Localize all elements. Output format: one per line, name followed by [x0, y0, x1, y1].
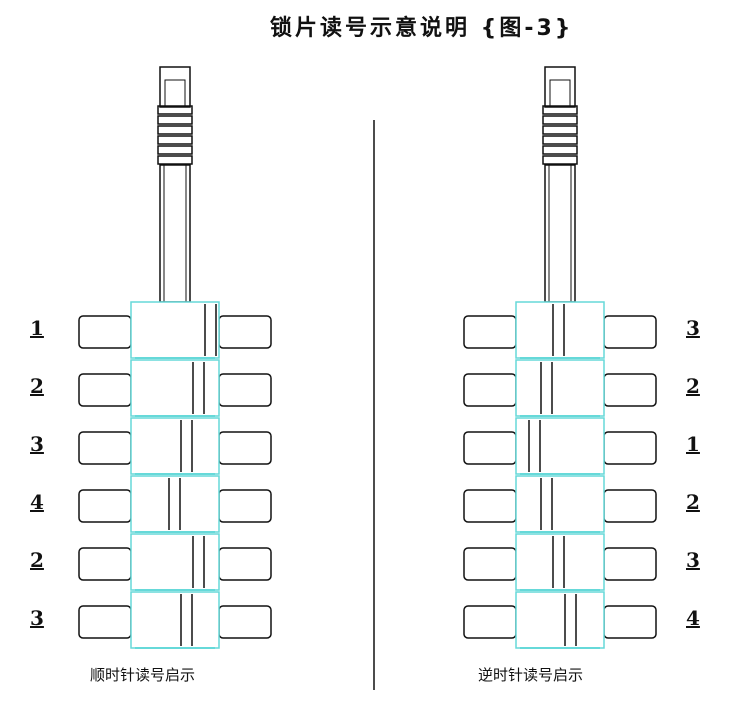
right-key-ring [542, 135, 578, 145]
left-wafer-left-tab [78, 431, 132, 465]
right-wafer-number: 2 [686, 490, 700, 514]
right-wafer-left-tab [463, 547, 517, 581]
left-wafer-number: 2 [30, 548, 44, 572]
right-key-ring [542, 145, 578, 155]
left-wafer-left-tab [78, 373, 132, 407]
left-wafer-plate [130, 301, 220, 359]
left-wafer-right-tab [218, 605, 272, 639]
right-wafer-left-tab [463, 315, 517, 349]
right-wafer-left-tab [463, 431, 517, 465]
right-wafer-plate [515, 359, 605, 417]
right-wafer-number: 3 [686, 316, 700, 340]
left-wafer-left-tab [78, 605, 132, 639]
left-wafer-right-tab [218, 431, 272, 465]
right-wafer-left-tab [463, 489, 517, 523]
right-wafer-right-tab [603, 547, 657, 581]
left-key-ring [157, 105, 193, 115]
left-wafer-right-tab [218, 373, 272, 407]
left-wafer-number: 3 [30, 606, 44, 630]
right-wafer-right-tab [603, 431, 657, 465]
left-wafer-number: 4 [30, 490, 44, 514]
right-wafer-left-tab [463, 605, 517, 639]
left-wafer-plate [130, 591, 220, 649]
right-wafer-plate [515, 475, 605, 533]
left-wafer-right-tab [218, 315, 272, 349]
left-wafer-left-tab [78, 489, 132, 523]
left-wafer-right-tab [218, 489, 272, 523]
left-wafer-number: 3 [30, 432, 44, 456]
right-key-ring [542, 115, 578, 125]
left-key-ring [157, 115, 193, 125]
left-key-ring [157, 155, 193, 165]
right-caption: 逆时针读号启示 [478, 666, 584, 684]
right-wafer-plate [515, 533, 605, 591]
right-key-ring [542, 105, 578, 115]
right-wafer-number: 2 [686, 374, 700, 398]
left-wafer-right-tab [218, 547, 272, 581]
left-wafer-left-tab [78, 315, 132, 349]
right-wafer-plate [515, 591, 605, 649]
right-wafer-number: 4 [686, 606, 700, 630]
left-wafer-plate [130, 533, 220, 591]
right-key-ring [542, 125, 578, 135]
left-wafer-number: 2 [30, 374, 44, 398]
right-wafer-left-tab [463, 373, 517, 407]
left-key-ring [157, 125, 193, 135]
right-wafer-number: 1 [686, 432, 700, 456]
left-key-ring [157, 135, 193, 145]
left-key-head-inner [164, 79, 186, 108]
right-key-ring [542, 155, 578, 165]
left-wafer-left-tab [78, 547, 132, 581]
diagram-title: 锁片读号示意说明 {图-3} [270, 16, 574, 41]
left-wafer-plate [130, 475, 220, 533]
left-wafer-plate [130, 359, 220, 417]
left-wafer-number: 1 [30, 316, 44, 340]
right-wafer-right-tab [603, 373, 657, 407]
right-wafer-right-tab [603, 315, 657, 349]
right-key-head-inner [549, 79, 571, 108]
right-wafer-right-tab [603, 489, 657, 523]
right-wafer-plate [515, 301, 605, 359]
right-wafer-right-tab [603, 605, 657, 639]
right-wafer-plate [515, 417, 605, 475]
left-key-ring [157, 145, 193, 155]
right-wafer-number: 3 [686, 548, 700, 572]
left-wafer-plate [130, 417, 220, 475]
left-caption: 顺时针读号启示 [90, 666, 196, 684]
